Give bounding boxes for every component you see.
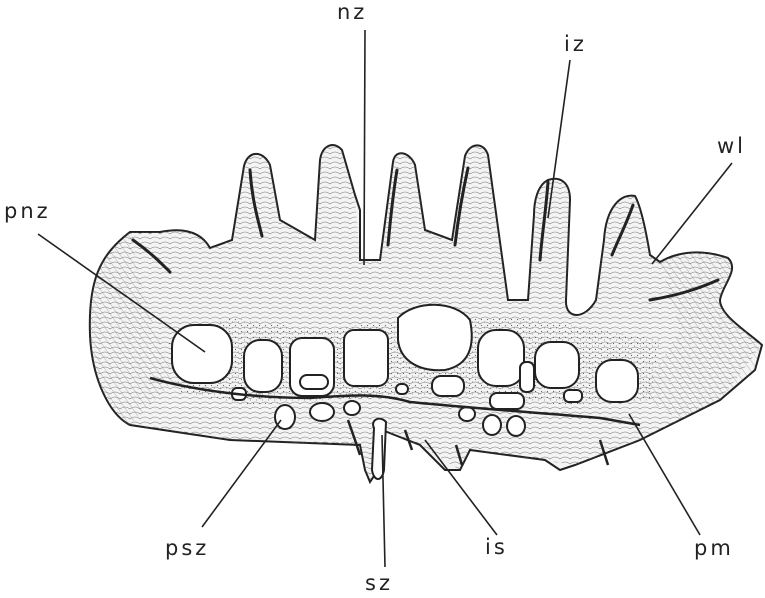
label-is: is [485,537,508,558]
label-sz: sz [365,573,393,594]
label-pm: pm [694,538,734,559]
label-nz: nz [337,2,367,23]
label-pnz: pnz [4,201,51,222]
label-wl: wl [717,136,746,157]
label-iz: iz [564,34,587,55]
septal-zooid [372,419,386,479]
label-psz: psz [165,538,209,559]
